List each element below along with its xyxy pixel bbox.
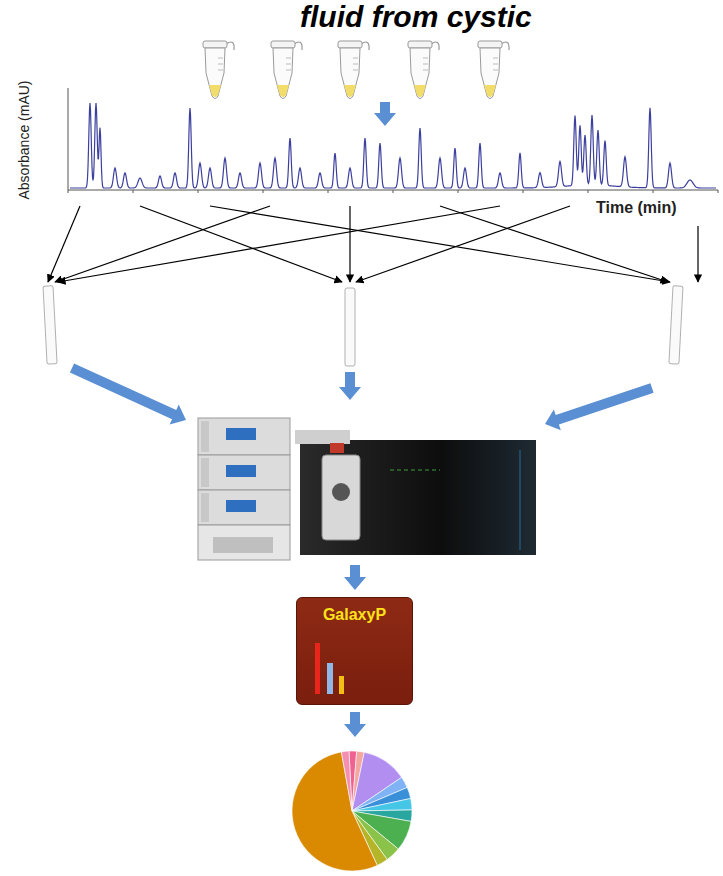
flow-arrow	[374, 102, 396, 126]
eppendorf-tube	[338, 41, 369, 99]
pooling-arrow	[55, 206, 270, 282]
pooling-arrow	[440, 206, 668, 282]
eppendorf-tube	[271, 41, 302, 99]
pooling-arrow	[356, 206, 570, 282]
fraction-column	[43, 286, 57, 364]
flow-arrow	[344, 712, 366, 737]
fraction-column	[669, 286, 683, 364]
pie-chart	[292, 751, 412, 871]
pooling-arrow	[140, 206, 342, 282]
flow-arrow	[339, 372, 361, 400]
fraction-column	[345, 288, 355, 366]
node-text: GalaxyP	[305, 606, 404, 624]
eppendorf-tube	[203, 41, 234, 99]
pooling-arrow	[58, 206, 500, 282]
flow-arrow	[70, 363, 186, 424]
pooling-arrow	[697, 226, 698, 282]
eppendorf-tube	[408, 41, 439, 99]
pooling-arrow	[349, 206, 350, 282]
axis-label: Time (min)	[596, 199, 677, 217]
process-box: GalaxyP	[296, 597, 413, 705]
sample-tubes	[203, 41, 509, 99]
lc-ms-instrument	[198, 418, 536, 560]
flow-arrow	[545, 383, 654, 430]
eppendorf-tube	[478, 41, 509, 99]
title: fluid from cystic	[300, 0, 532, 34]
axis-label: Absorbance (mAU)	[16, 80, 32, 199]
pooling-arrow	[48, 206, 80, 282]
chromatogram	[68, 88, 718, 193]
flow-arrow	[344, 565, 366, 590]
